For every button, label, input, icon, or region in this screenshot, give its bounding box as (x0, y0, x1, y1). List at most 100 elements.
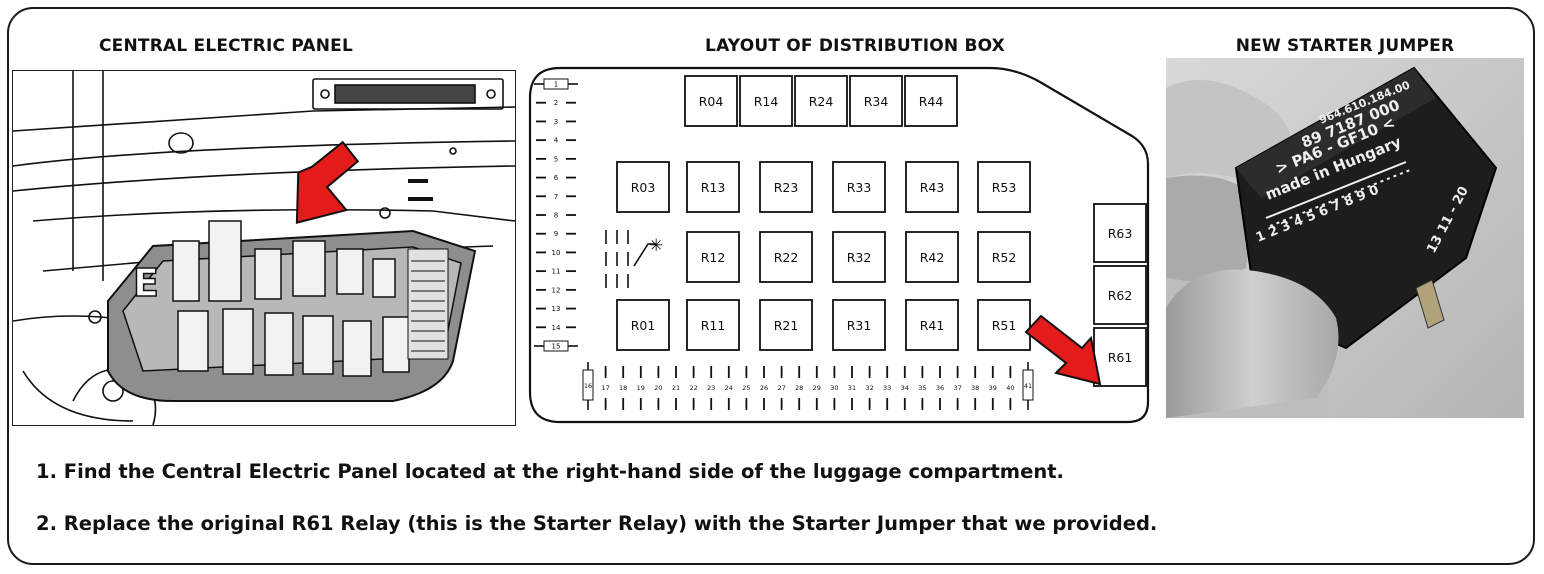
relay-label: R31 (847, 318, 872, 333)
fuse-bottom-19: 19 (637, 366, 645, 410)
relay-r01: R01 (616, 299, 670, 351)
fuse-label: 33 (883, 384, 891, 392)
fuse-label: 8 (554, 212, 558, 220)
fuse-left-11: 11 (536, 268, 576, 276)
fuse-label: 24 (725, 384, 733, 392)
fuse-label: 14 (552, 324, 561, 332)
fuse-label: 2 (554, 99, 558, 107)
fuse-label: 15 (552, 343, 561, 351)
relay-label: R63 (1108, 226, 1133, 241)
fuse-label: 9 (554, 230, 558, 238)
relay-label: R24 (809, 94, 834, 109)
fuse-bottom-25: 25 (742, 366, 751, 410)
relay-label: R12 (701, 250, 726, 265)
relay-r04: R04 (684, 75, 738, 127)
instruction-step-2: 2. Replace the original R61 Relay (this … (36, 512, 1158, 535)
instruction-step-1: 1. Find the Central Electric Panel locat… (36, 460, 1064, 483)
fuse-label: 41 (1024, 382, 1032, 390)
heading-distribution-layout: LAYOUT OF DISTRIBUTION BOX (705, 36, 1005, 56)
relay-r22: R22 (759, 231, 813, 283)
fuse-label: 26 (760, 384, 768, 392)
relay-r03: R03 (616, 161, 670, 213)
fuse-bottom-20: 20 (654, 366, 663, 410)
fuse-bottom-16: 16 (582, 362, 594, 410)
fuse-label: 7 (554, 193, 558, 201)
relay-label: R03 (631, 180, 656, 195)
fuse-label: 22 (689, 384, 697, 392)
fuse-label: 1 (554, 81, 558, 89)
relay-label: R61 (1108, 350, 1133, 365)
fuse-label: 39 (989, 384, 997, 392)
relay-r11: R11 (686, 299, 740, 351)
fuse-label: 34 (901, 384, 909, 392)
fuse-bottom-33: 33 (883, 366, 891, 410)
fuse-label: 27 (777, 384, 785, 392)
relay-r41: R41 (905, 299, 959, 351)
relay-r31: R31 (832, 299, 886, 351)
relay-r52: R52 (977, 231, 1031, 283)
fuse-label: 6 (554, 174, 559, 182)
relay-label: R22 (774, 250, 799, 265)
fuse-label: 12 (552, 286, 561, 294)
fuse-left-5: 5 (536, 155, 576, 163)
central-panel-drawing: E (12, 71, 516, 426)
relay-r32: R32 (832, 231, 886, 283)
fuse-label: 40 (1006, 384, 1014, 392)
relay-label: R44 (919, 94, 944, 109)
relay-label: R01 (631, 318, 656, 333)
relay-r12: R12 (686, 231, 740, 283)
heading-central-electric-panel: CENTRAL ELECTRIC PANEL (99, 36, 353, 56)
relay-r62: R62 (1093, 265, 1147, 325)
fuse-left-14: 14 (536, 324, 576, 332)
fuse-label: 23 (707, 384, 715, 392)
fuse-bottom-32: 32 (865, 366, 874, 410)
fuse-bottom-39: 39 (989, 366, 997, 410)
relay-r24: R24 (794, 75, 848, 127)
fuse-label: 36 (936, 384, 944, 392)
fuse-label: 29 (813, 384, 821, 392)
central-panel-illustration: E (12, 70, 516, 426)
red-arrow-r61-icon (1024, 314, 1102, 386)
relay-r63: R63 (1093, 203, 1147, 263)
relay-r43: R43 (905, 161, 959, 213)
fuse-bottom-41: 41 (1022, 362, 1034, 410)
relay-r61: R61 (1093, 327, 1147, 387)
fuse-left-2: 2 (536, 99, 576, 107)
relay-r14: R14 (739, 75, 793, 127)
heading-starter-jumper: NEW STARTER JUMPER (1235, 36, 1455, 56)
fuse-label: 13 (552, 305, 561, 313)
fuse-label: 31 (848, 384, 856, 392)
fuse-bottom-35: 35 (918, 366, 927, 410)
fuse-bottom-23: 23 (707, 366, 715, 410)
relay-r53: R53 (977, 161, 1031, 213)
relay-r34: R34 (849, 75, 903, 127)
relay-label: R41 (920, 318, 945, 333)
fuse-bottom-30: 30 (830, 366, 839, 410)
relay-label: R11 (701, 318, 726, 333)
fuse-bottom-24: 24 (725, 366, 733, 410)
relay-label: R21 (774, 318, 799, 333)
relay-label: R32 (847, 250, 872, 265)
fuse-label: 20 (654, 384, 662, 392)
fuse-left-10: 10 (536, 249, 576, 257)
relay-label: R62 (1108, 288, 1133, 303)
relay-r33: R33 (832, 161, 886, 213)
fuse-bottom-38: 38 (971, 366, 979, 410)
panel-e-marker: E (133, 261, 159, 305)
fuse-left-1: 1 (534, 78, 578, 90)
fuse-left-8: 8 (536, 212, 576, 220)
starter-jumper-photo: 964.610.184.00 89 7187 000 > PA6 - GF10 … (1166, 58, 1524, 418)
fuse-left-12: 12 (536, 286, 576, 294)
fuse-label: 16 (584, 382, 592, 390)
fuse-bottom-36: 36 (936, 366, 944, 410)
fuse-bottom-17: 17 (601, 366, 610, 410)
fuse-bottom-22: 22 (689, 366, 698, 410)
red-arrow-icon (295, 140, 360, 224)
fuse-bottom-18: 18 (619, 366, 627, 410)
fuse-label: 10 (552, 249, 561, 257)
relay-r23: R23 (759, 161, 813, 213)
fuse-label: 30 (830, 384, 838, 392)
relay-label: R33 (847, 180, 872, 195)
fuse-label: 3 (554, 118, 558, 126)
